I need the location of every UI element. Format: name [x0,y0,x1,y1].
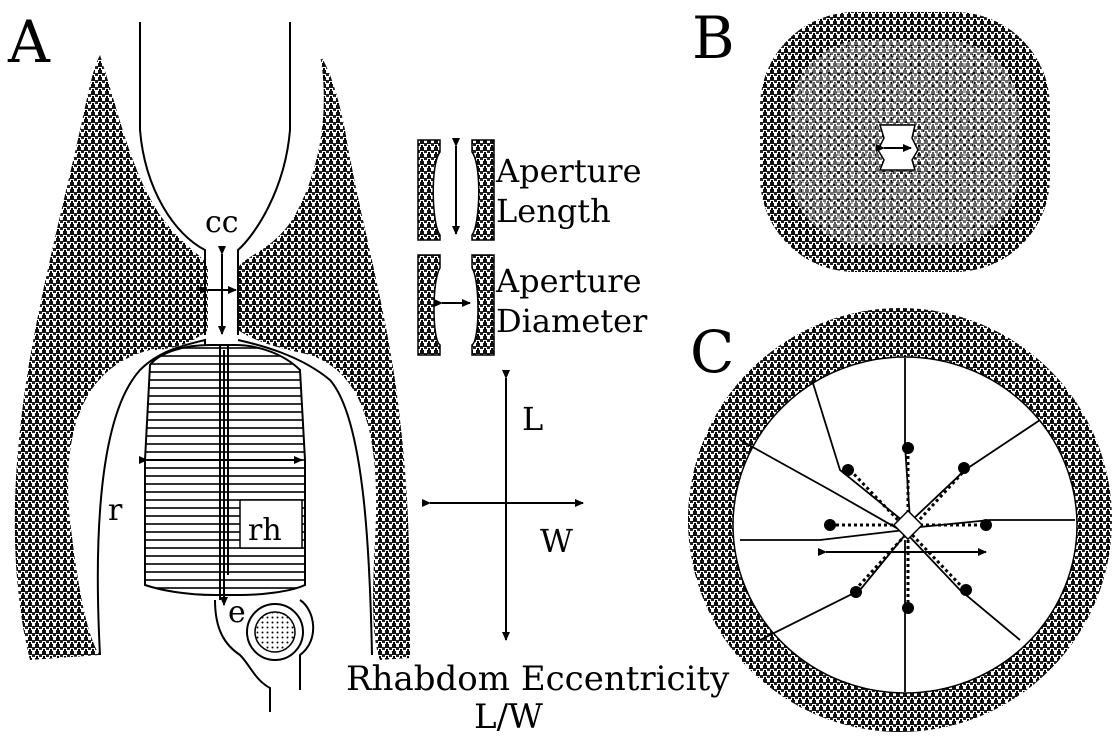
legend-aperture-length-line2: Length [496,192,611,230]
axis-label-w: W [540,522,573,560]
legend-aperture-diameter-line1: Aperture [495,262,642,300]
label-e: e [228,595,246,630]
axis-label-l: L [522,400,543,438]
aperture-length-icon [418,140,494,240]
panel-a-diagram: A cc r rh e [7,8,410,712]
label-cc: cc [205,205,239,240]
panel-label-b: B [692,4,735,72]
aperture-legend: Aperture Length Aperture Diameter [418,140,648,355]
legend-aperture-length-line1: Aperture [495,152,642,190]
nucleus-core [255,612,295,652]
panel-label-c: C [690,318,734,386]
legend-aperture-diameter-line2: Diameter [496,302,648,340]
eccentricity-label-line1: Rhabdom Eccentricity [346,659,730,699]
panel-b-diagram: B [692,4,1050,272]
aperture-diameter-icon [418,255,494,355]
label-r: r [108,493,123,528]
eccentricity-label-line2: L/W [474,697,543,736]
label-rh: rh [248,513,282,548]
panel-label-a: A [7,8,51,76]
panel-c-diagram: C [688,308,1112,732]
